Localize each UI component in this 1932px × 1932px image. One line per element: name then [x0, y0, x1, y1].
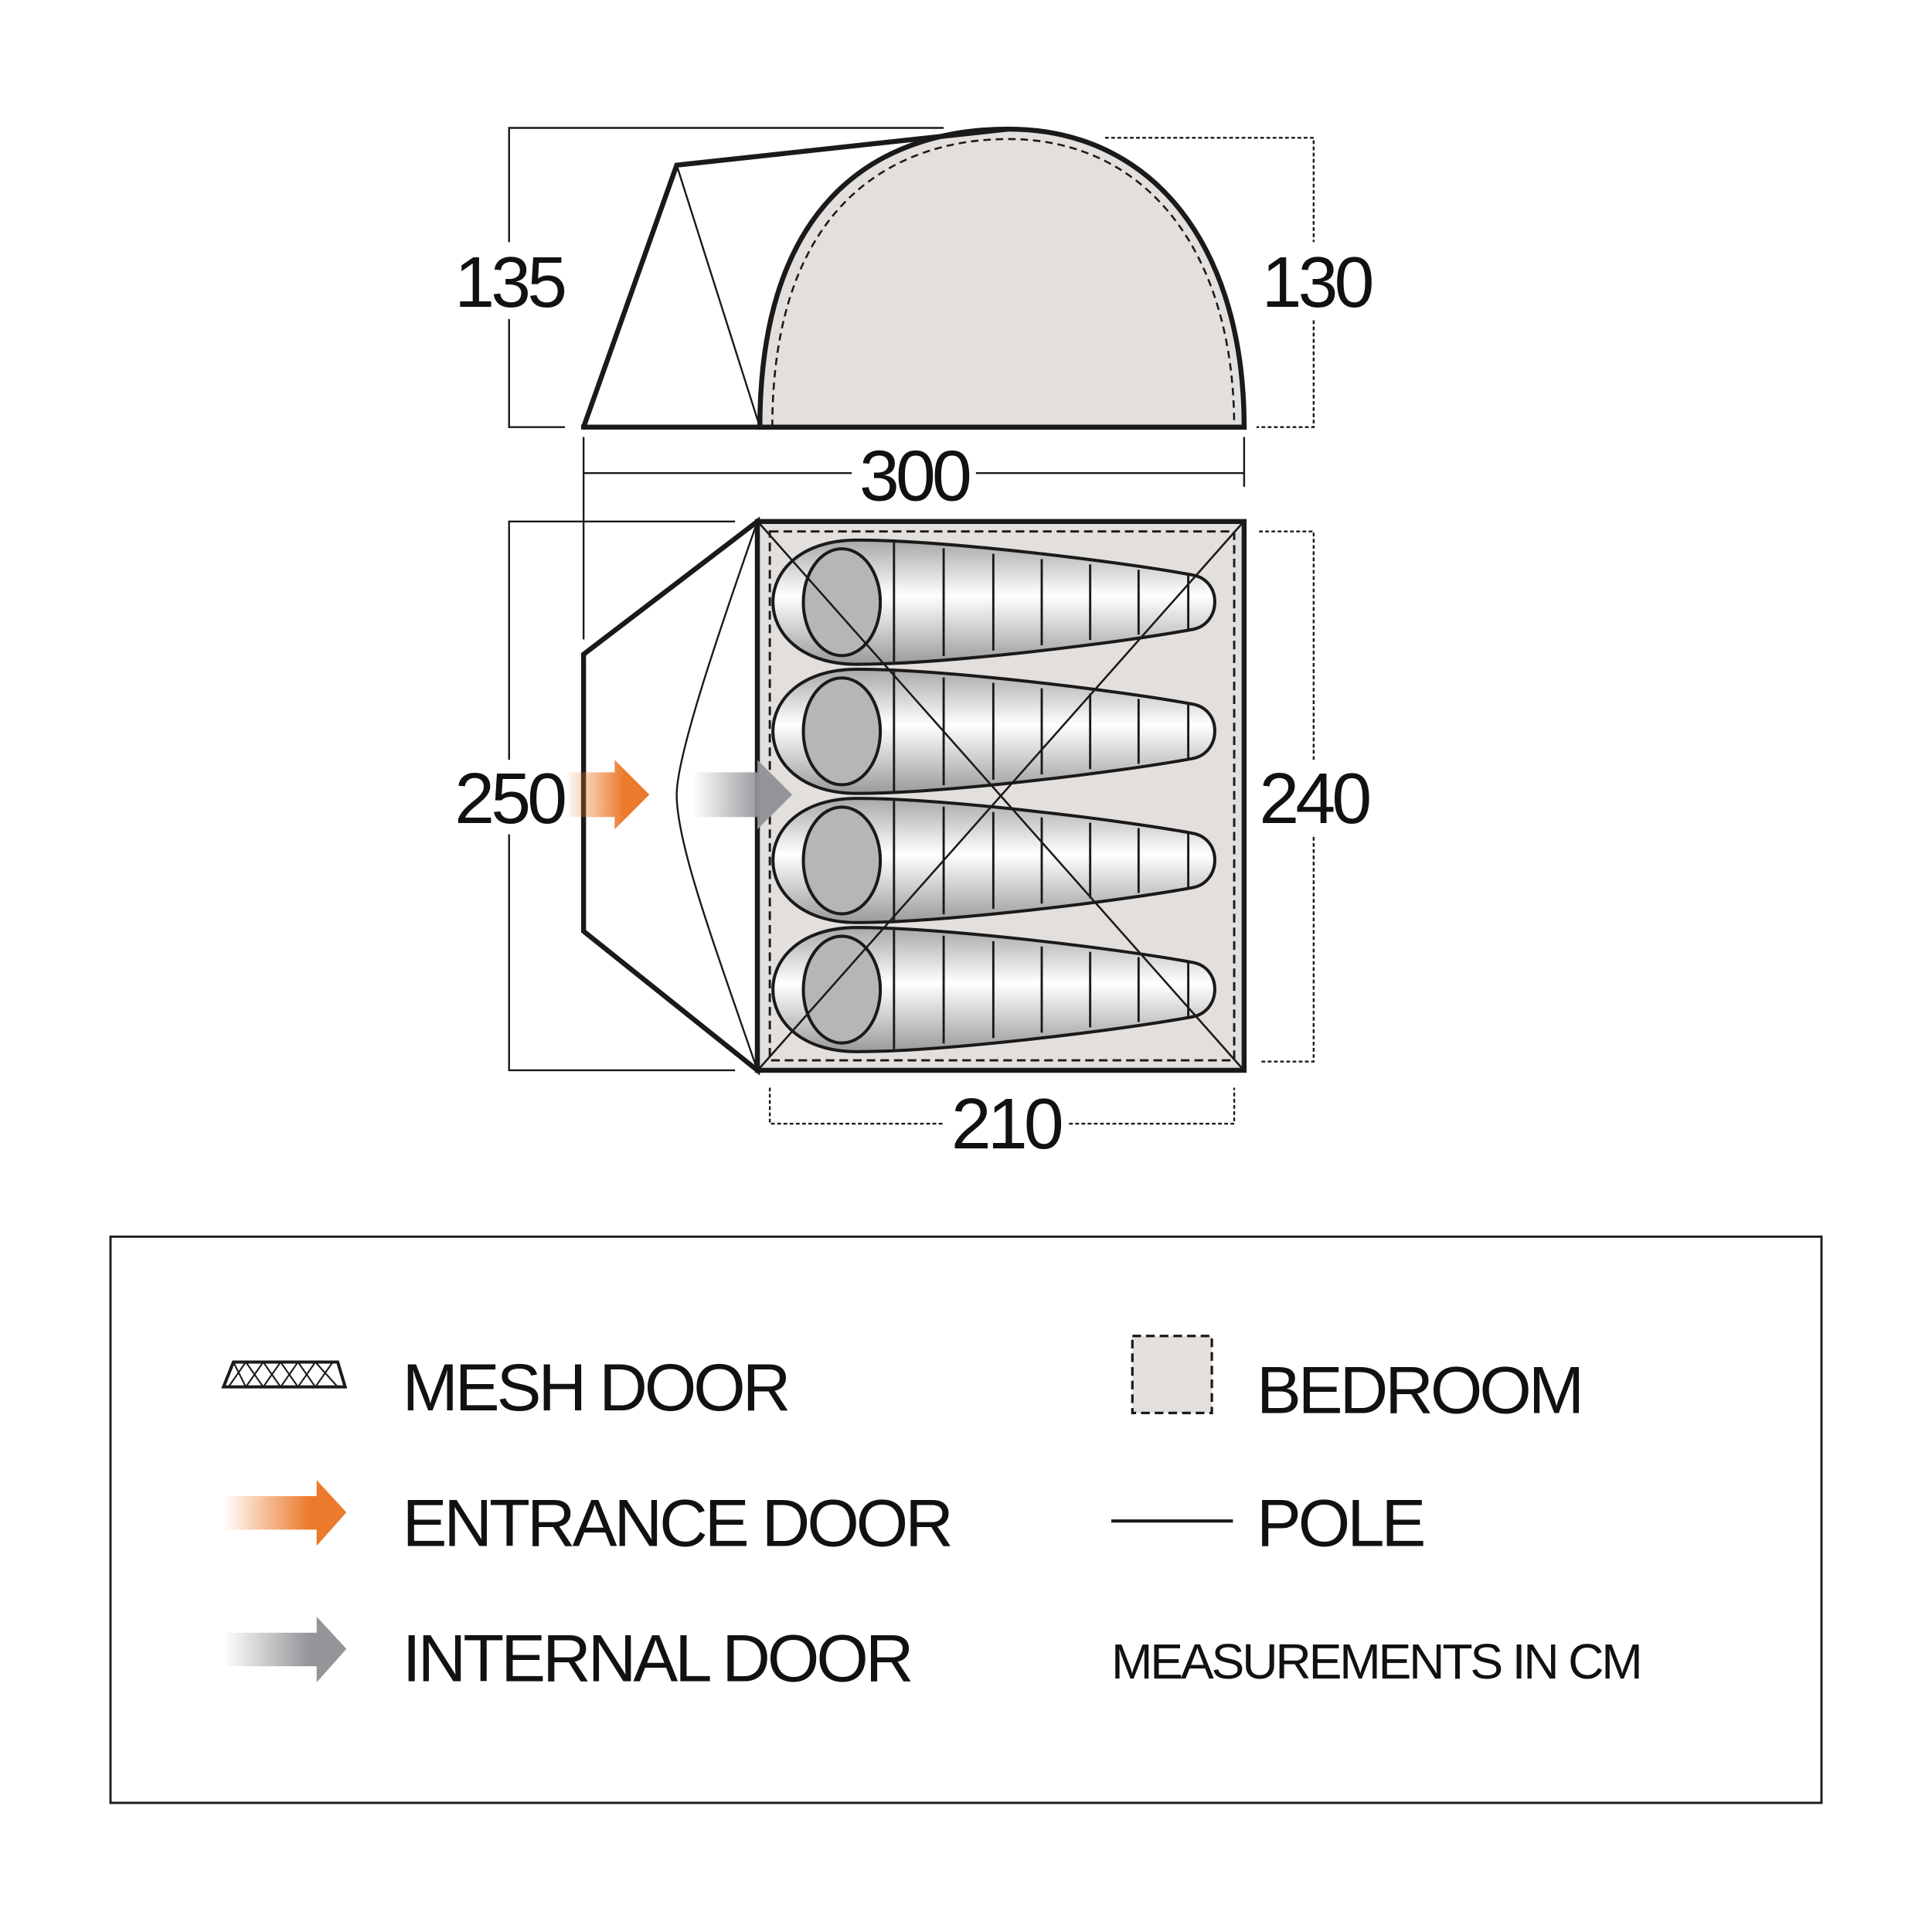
entrance-door-arrow [565, 760, 650, 830]
bag-head-opening [801, 676, 883, 787]
side-view: 135 130 300 [447, 126, 1379, 640]
measurements-note: MEASUREMENTS IN CM [1111, 1634, 1641, 1689]
bedroom-swatch-icon [1131, 1335, 1213, 1415]
legend-mesh-door-label: MESH DOOR [403, 1350, 788, 1425]
dim-total-length: 300 [859, 435, 970, 515]
entrance-door-arrow-icon [223, 1480, 347, 1546]
internal-door-arrow-icon [223, 1616, 347, 1683]
dim-bedroom-height: 130 [1262, 242, 1372, 322]
dim-porch-height: 135 [454, 242, 564, 322]
bedroom-dome [757, 126, 1247, 430]
legend-internal-door-label: INTERNAL DOOR [403, 1621, 911, 1696]
bag-head-opening [801, 805, 883, 916]
sleeping-bag [771, 797, 1216, 924]
legend: MESH DOOR ENTRANCE DOOR INTERNAL DOOR BE… [109, 1235, 1823, 1804]
bedroom-dome-inner-dash [771, 138, 1236, 427]
dim-bedroom-width: 240 [1259, 758, 1369, 838]
sleeping-bag [771, 667, 1216, 795]
internal-door-arrow [692, 760, 793, 830]
mesh-door-icon [221, 1360, 348, 1389]
dim-total-width: 250 [454, 758, 565, 838]
legend-box [109, 1235, 1823, 1804]
plan-view: 250 240 210 [444, 516, 1381, 1164]
bag-head-opening [801, 934, 883, 1045]
bag-head-opening [801, 547, 883, 658]
sleeping-bag [771, 538, 1216, 666]
legend-bedroom-label: BEDROOM [1257, 1352, 1581, 1427]
dim-bedroom-length: 210 [951, 1083, 1062, 1164]
sleeping-bag [771, 926, 1216, 1053]
legend-pole-label: POLE [1257, 1485, 1424, 1560]
legend-entrance-door-label: ENTRANCE DOOR [403, 1485, 951, 1560]
porch-pole [675, 165, 761, 428]
sleeping-bags [771, 538, 1216, 1053]
internal-door-pole [675, 521, 759, 1071]
pole [759, 523, 1243, 1069]
